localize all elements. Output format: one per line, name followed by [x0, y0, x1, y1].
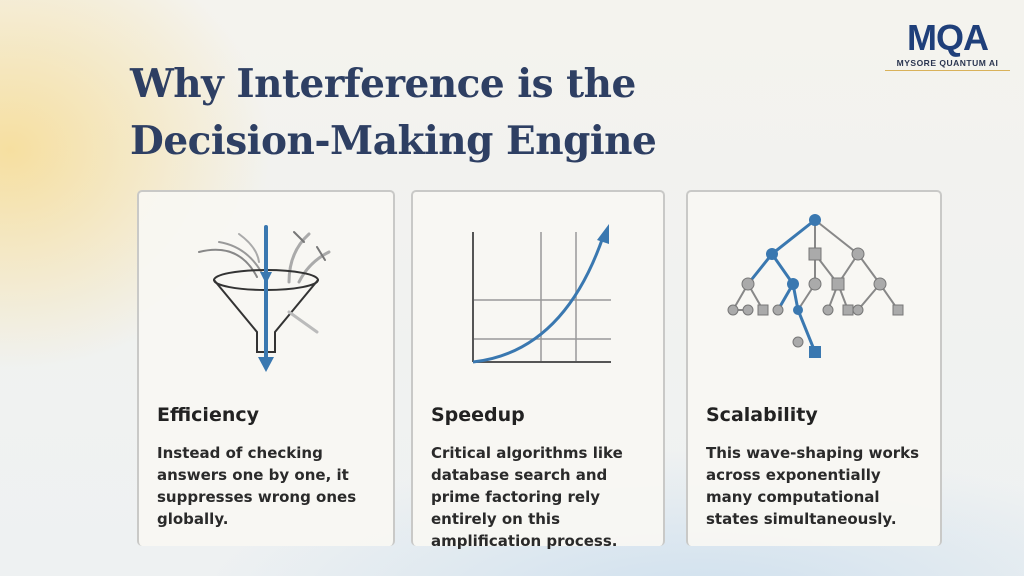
card-heading: Scalability	[706, 404, 818, 426]
card-heading: Speedup	[431, 404, 525, 426]
card-heading: Efficiency	[157, 404, 260, 426]
funnel-icon	[198, 225, 331, 372]
card-body: This wave-shaping works across exponenti…	[706, 444, 920, 528]
card-speedup: Speedup Critical algorithms like databas…	[411, 190, 665, 550]
logo-mark: MQA	[907, 17, 989, 58]
card-scalability: Scalability This wave-shaping works acro…	[686, 190, 942, 546]
card-body: Instead of checking answers one by one, …	[157, 444, 357, 528]
title-line-1: Why Interference is the	[130, 61, 636, 107]
logo: MQA MYSORE QUANTUM AI	[885, 18, 1010, 84]
tree-icon	[727, 214, 904, 358]
slide-title: Why Interference is the Decision-Making …	[130, 56, 657, 170]
title-line-2: Decision-Making Engine	[130, 118, 657, 164]
growth-chart-icon	[472, 224, 611, 364]
logo-subtitle: MYSORE QUANTUM AI	[885, 58, 1010, 71]
card-body: Critical algorithms like database search…	[431, 444, 623, 550]
card-efficiency: Efficiency Instead of checking answers o…	[137, 190, 395, 546]
